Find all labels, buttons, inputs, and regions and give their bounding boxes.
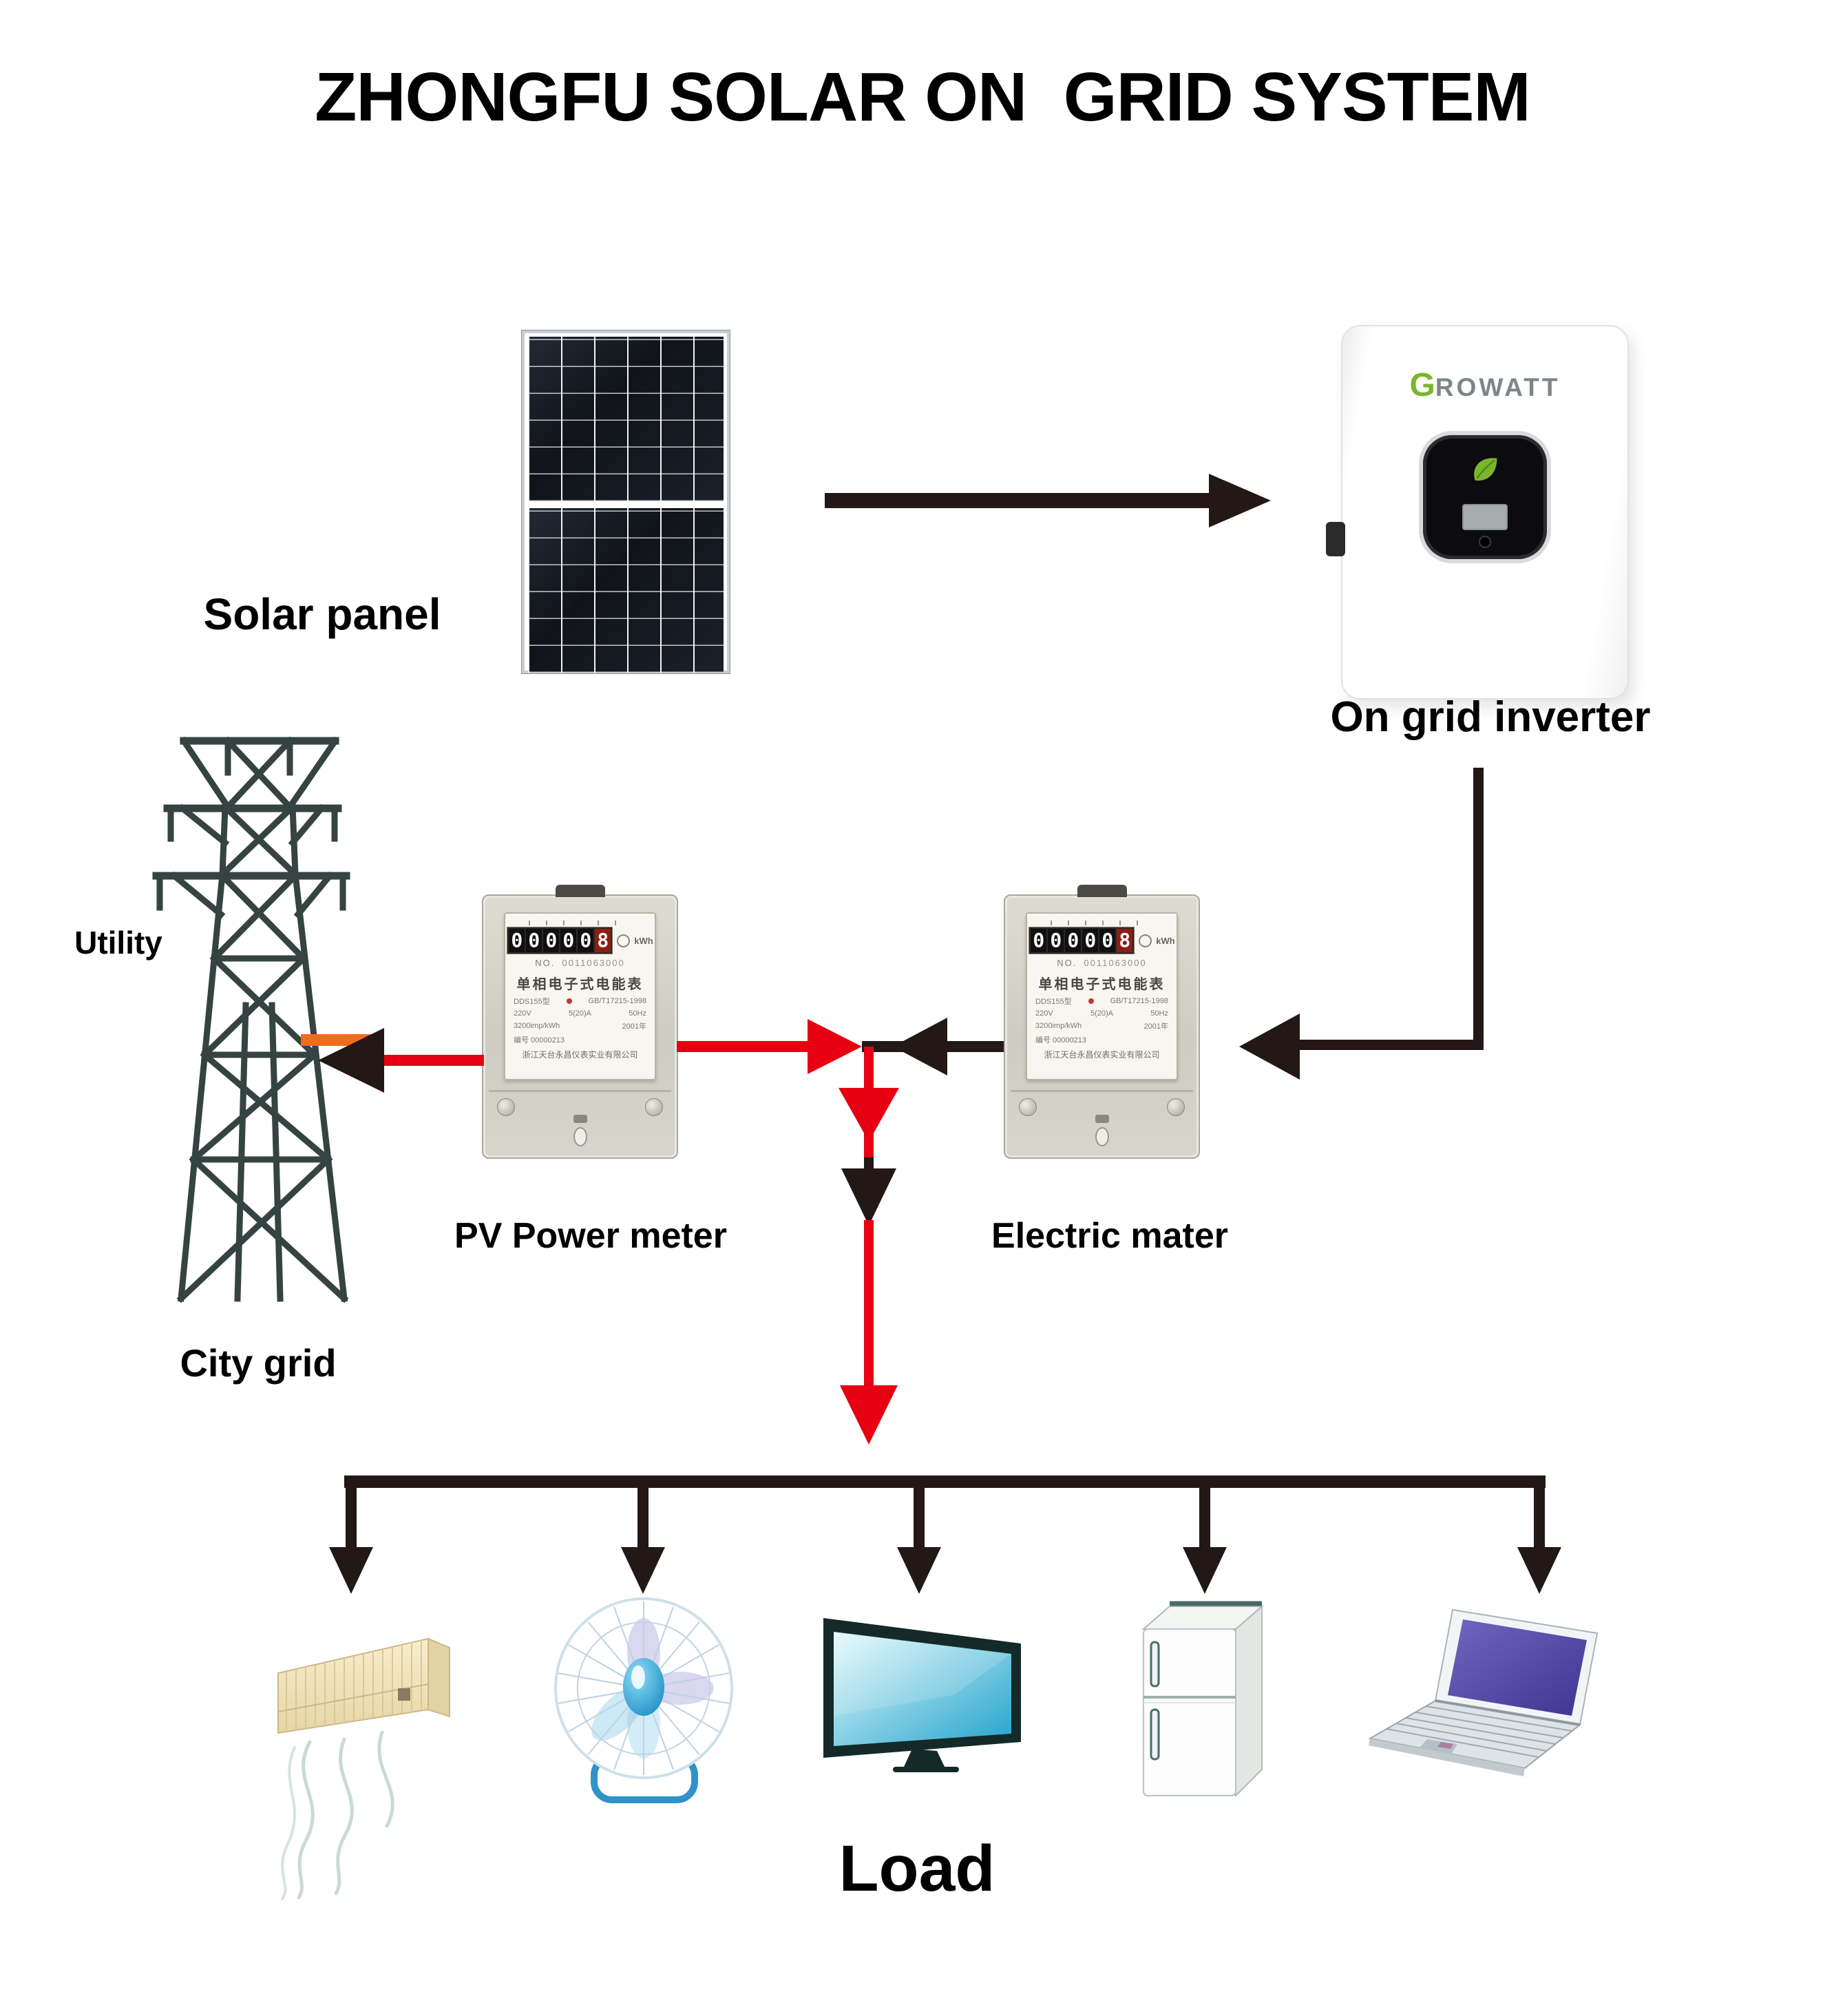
growatt-logo-g: G [1409, 367, 1435, 403]
solar-panel-image [521, 330, 730, 674]
counter-digit: 0 [1048, 929, 1064, 952]
arrow-solar-to-inverter [825, 474, 1271, 527]
bus-drop-arrow-laptop [1517, 1482, 1561, 1594]
counter-digit: 0 [509, 929, 525, 952]
arrow-inverter-to-electric-meter [1239, 768, 1484, 1080]
laptop-image [1368, 1608, 1599, 1776]
red-dot-icon [1088, 998, 1094, 1004]
growatt-logo: GROWATT [1342, 366, 1627, 404]
meter-company: 浙江天台永昌仪表实业有限公司 [522, 1050, 638, 1060]
counter-digit: 0 [1099, 929, 1116, 952]
counter-tick-marks [528, 921, 632, 925]
screw-icon [1019, 1098, 1037, 1116]
counter-tick-marks [1050, 921, 1154, 925]
meter-spec-row: 编号 00000213 [1035, 1036, 1086, 1044]
meter-title-cn: 单相电子式电能表 [516, 977, 644, 992]
meter-seal-icon [1139, 934, 1152, 947]
meter-seam [489, 1090, 671, 1092]
solar-panel-lower-cells [528, 508, 724, 673]
meter-terminal-hole [1095, 1127, 1109, 1146]
screw-icon [497, 1098, 515, 1116]
meter-serial-row: NO.0011063000 [1057, 958, 1147, 968]
meter-unit: kWh [1156, 935, 1175, 946]
on-grid-inverter-image: GROWATT [1326, 325, 1629, 700]
city-grid-label: City grid [180, 1341, 337, 1385]
tv-image [823, 1618, 1021, 1772]
solar-panel-label: Solar panel [203, 589, 441, 639]
counter-digit: 0 [560, 929, 577, 952]
bus-drop-arrow-ac [329, 1482, 373, 1594]
arrow-junction-to-load-bus [839, 1047, 899, 1445]
load-bus [329, 1476, 1561, 1594]
bus-drop-arrow-fridge [1183, 1482, 1227, 1594]
inverter-indicator-dot [1479, 536, 1491, 548]
inverter-side-connector [1326, 522, 1345, 556]
meter-terminal-hole [573, 1127, 587, 1146]
arrow-pv-meter-to-utility [301, 1028, 484, 1093]
screw-icon [1095, 1115, 1109, 1123]
arrow-pv-meter-to-junction [677, 1019, 862, 1074]
solar-panel-center-gap [528, 501, 724, 508]
electric-meter-label: Electric mater [991, 1216, 1228, 1256]
screw-icon [645, 1098, 663, 1116]
counter-digit-decimal: 8 [1117, 929, 1133, 952]
solar-panel-upper-cells [528, 337, 724, 501]
load-label: Load [839, 1832, 995, 1905]
screw-icon [573, 1115, 587, 1123]
bus-drop-arrow-tv [897, 1482, 941, 1594]
meter-counter: 0 0 0 0 0 8 [1029, 927, 1135, 954]
utility-label: Utility [74, 925, 162, 960]
meter-seal-icon [617, 934, 631, 947]
arrow-electric-meter-to-junction [862, 1018, 1004, 1075]
meter-seal-knob-icon [1077, 885, 1127, 897]
counter-digit: 0 [1082, 929, 1099, 952]
meter-face: 0 0 0 0 0 8 kWh NO.0011063000 单相电子式电能表 D… [504, 912, 656, 1080]
meter-unit: kWh [634, 935, 653, 946]
on-grid-inverter-label: On grid inverter [1330, 693, 1651, 741]
counter-digit: 0 [526, 929, 542, 952]
bus-drop-arrow-fan [621, 1482, 665, 1594]
counter-digit: 0 [1065, 929, 1082, 952]
counter-digit: 0 [578, 929, 594, 952]
pv-power-meter-label: PV Power meter [454, 1216, 727, 1256]
refrigerator-image [1141, 1601, 1264, 1798]
inverter-lcd-screen [1462, 504, 1508, 530]
air-conditioner-image [277, 1637, 450, 1900]
fan-image [554, 1597, 733, 1803]
counter-digit: 0 [543, 929, 560, 952]
meter-face: 0 0 0 0 0 8 kWh NO.0011063000 单相电子式电能表 D… [1026, 912, 1178, 1080]
screw-icon [1167, 1098, 1185, 1116]
meter-seam [1011, 1090, 1193, 1092]
inverter-display [1423, 435, 1547, 559]
pv-power-meter-image: 0 0 0 0 0 8 kWh NO.0011063000 单相电子式电能表 D… [482, 885, 678, 1159]
meter-seal-knob-icon [555, 885, 605, 897]
growatt-logo-text: ROWATT [1435, 373, 1561, 401]
meter-title-cn: 单相电子式电能表 [1038, 977, 1166, 992]
red-dot-icon [566, 998, 572, 1004]
counter-digit: 0 [1031, 929, 1047, 952]
meter-counter: 0 0 0 0 0 8 [507, 927, 613, 954]
leaf-icon [1474, 458, 1497, 481]
diagram-title: ZHONGFU SOLAR ON GRID SYSTEM [315, 59, 1530, 136]
electric-meter-image: 0 0 0 0 0 8 kWh NO.0011063000 单相电子式电能表 D… [1004, 885, 1200, 1159]
meter-serial-row: NO.0011063000 [535, 958, 625, 968]
transmission-tower-icon [152, 736, 350, 1303]
counter-digit-decimal: 8 [595, 929, 611, 952]
meter-company: 浙江天台永昌仪表实业有限公司 [1044, 1050, 1160, 1060]
meter-spec-row: 编号 00000213 [514, 1036, 565, 1044]
